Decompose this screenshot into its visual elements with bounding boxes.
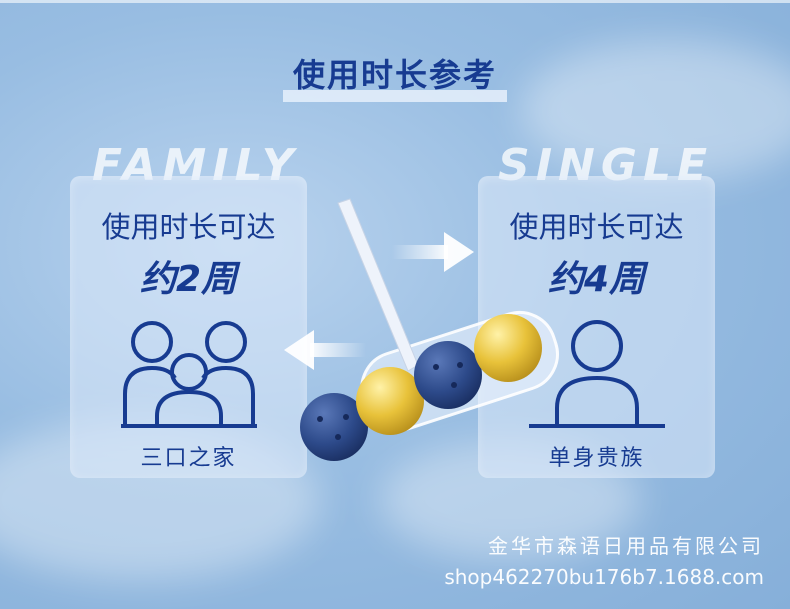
single-person-icon [478,316,715,436]
title-area: 使用时长参考 [0,50,790,102]
single-caption: 单身贵族 [548,446,645,471]
page-title-text: 使用时长参考 [292,56,497,94]
arrow-right-icon [392,232,474,272]
single-card: 使用时长可达 约4周 单身贵族 [478,176,715,478]
single-usage-label: 使用时长可达 [509,210,684,244]
family-caption: 三口之家 [140,446,237,471]
family-duration: 约2周 [139,259,238,300]
family-of-three-icon [70,316,307,436]
top-divider [0,0,790,3]
family-usage-label: 使用时长可达 [101,210,276,244]
arrow-left-icon [284,330,366,370]
company-name: 金华市森语日用品有限公司 [488,534,764,558]
single-duration: 约4周 [547,259,646,300]
page-title: 使用时长参考 [282,50,507,102]
family-card: 使用时长可达 约2周 三口之家 [70,176,307,478]
toilet-cleaner-product-image [300,198,559,461]
shop-url: shop462270bu176b7.1688.com [444,565,764,589]
